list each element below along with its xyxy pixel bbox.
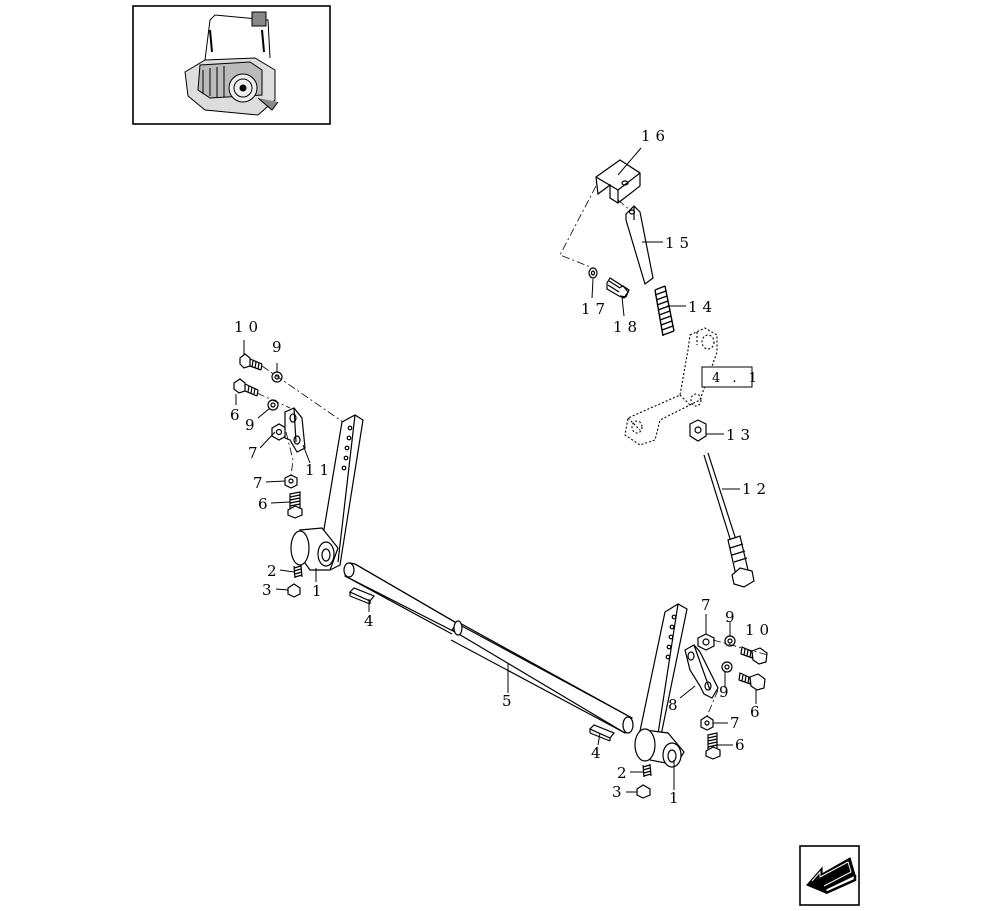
callout-labels: 16 15 14 17 18 13 12 10 9 6 9 7 11 7 6 2… <box>230 127 774 807</box>
callout-8-right: 8 <box>668 696 683 714</box>
right-part-8-bracket <box>684 644 719 699</box>
right-part-10-bolt <box>740 646 768 665</box>
callout-9-right-mid: 9 <box>719 683 734 701</box>
drawing-lines <box>233 159 768 799</box>
right-part-7-nut-bot <box>700 715 714 731</box>
back-arrow-icon <box>805 857 857 895</box>
callout-1-left: 1 <box>312 582 327 600</box>
right-part-7-nut-top <box>697 633 715 651</box>
callout-10-left: 10 <box>234 318 263 336</box>
part-14-spring <box>654 285 675 337</box>
right-part-2-spring <box>642 763 652 778</box>
left-part-7-nut-top <box>271 423 287 441</box>
callout-6-left-bot: 6 <box>258 495 273 513</box>
callout-4-right: 4 <box>591 744 606 762</box>
callout-6-left-top: 6 <box>230 406 245 424</box>
assembly-lines <box>256 185 769 717</box>
callout-7-right-top: 7 <box>701 596 716 614</box>
left-part-1-arm <box>290 414 364 571</box>
callout-6-right-top: 6 <box>750 703 765 721</box>
callout-5: 5 <box>502 692 517 710</box>
callout-13: 13 <box>726 426 755 444</box>
part-16-bracket <box>595 159 641 204</box>
callout-2-left: 2 <box>267 562 282 580</box>
right-part-6-bolt-bot <box>705 732 721 760</box>
callout-2-right: 2 <box>617 764 632 782</box>
right-part-4-key <box>588 724 615 742</box>
callout-7-right-bot: 7 <box>730 714 745 732</box>
left-part-10-bolt <box>239 353 263 371</box>
callout-4-left: 4 <box>364 612 379 630</box>
callout-17: 17 <box>581 300 610 318</box>
callout-9-left-mid: 9 <box>245 416 260 434</box>
leader-lines <box>235 147 757 793</box>
part-15-link <box>625 205 654 285</box>
right-part-1-arm <box>634 603 688 768</box>
thumbnail-overview[interactable] <box>132 5 331 125</box>
back-button[interactable] <box>799 845 860 906</box>
left-part-7-nut-bot <box>284 474 298 489</box>
callout-10-right: 10 <box>745 621 774 639</box>
callout-11-left: 11 <box>305 461 334 479</box>
callout-7-left-bot: 7 <box>253 474 268 492</box>
right-part-3-nut <box>636 784 651 799</box>
callout-16: 16 <box>641 127 670 145</box>
callout-15: 15 <box>665 234 694 252</box>
right-part-9-washer-mid <box>721 661 733 673</box>
thumbnail-machine-icon <box>184 11 279 116</box>
part-18-bolt <box>606 277 630 299</box>
right-part-6-bolt-top <box>738 672 766 691</box>
callout-6-right-bot: 6 <box>735 736 750 754</box>
left-part-6-bolt-bot <box>287 491 303 519</box>
part-17-washer <box>588 267 598 279</box>
callout-3-left: 3 <box>262 581 277 599</box>
part-5-shaft <box>343 562 634 734</box>
left-part-9-washer-top <box>271 371 283 383</box>
callout-9-right-top: 9 <box>725 608 740 626</box>
part-13-nut <box>689 419 707 442</box>
callout-14: 14 <box>688 298 717 316</box>
callout-18: 18 <box>613 318 642 336</box>
callout-9-left-top: 9 <box>272 338 287 356</box>
left-part-2-spring <box>293 564 303 579</box>
callout-3-right: 3 <box>612 783 627 801</box>
left-part-4-key <box>348 587 375 605</box>
reference-box-label: 4 . 1 <box>712 371 761 386</box>
callout-12: 12 <box>742 480 771 498</box>
callout-1-right: 1 <box>669 789 684 807</box>
callout-7-left-top: 7 <box>248 444 263 462</box>
part-12-rod <box>703 452 755 588</box>
reference-box[interactable]: 4 . 1 <box>701 366 761 388</box>
left-part-11-bracket <box>284 407 306 453</box>
left-part-3-nut <box>287 583 301 598</box>
lever-assembly-reference <box>624 327 718 446</box>
left-part-6-bolt-top <box>233 378 259 397</box>
